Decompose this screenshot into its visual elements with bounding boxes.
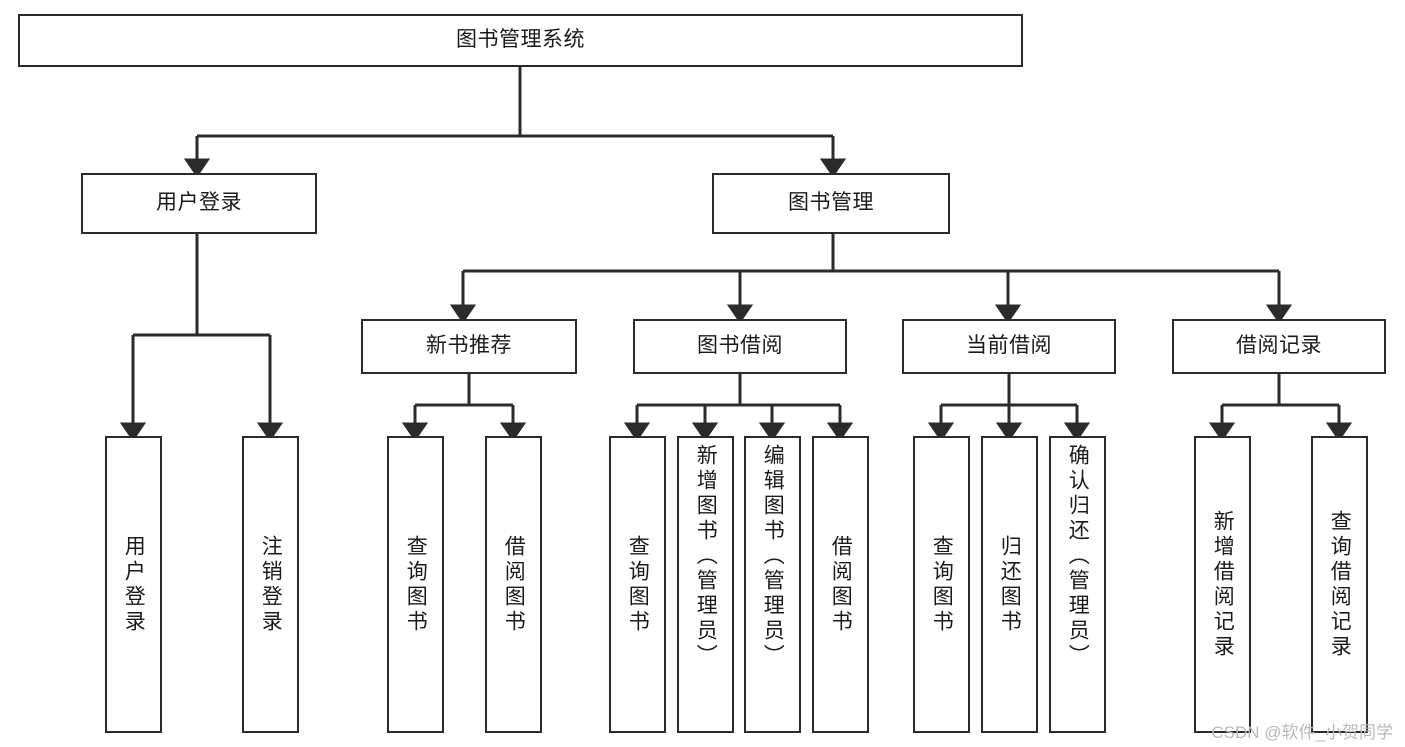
leaf-edit-book-label: 编辑图书（管理员）	[761, 444, 785, 669]
leaf-query-book-3[interactable]: 查询图书	[913, 436, 970, 733]
node-book-borrow[interactable]: 图书借阅	[633, 319, 847, 374]
node-new-book-recommend-label: 新书推荐	[426, 334, 512, 358]
leaf-return-book[interactable]: 归还图书	[981, 436, 1038, 733]
leaf-add-record-label: 新增借阅记录	[1211, 509, 1235, 660]
leaf-query-book-2[interactable]: 查询图书	[609, 436, 666, 733]
leaf-add-record[interactable]: 新增借阅记录	[1194, 436, 1251, 733]
leaf-borrow-book-1-label: 借阅图书	[502, 534, 526, 635]
node-current-borrow-label: 当前借阅	[966, 334, 1052, 358]
leaf-borrow-book-2-label: 借阅图书	[829, 534, 853, 635]
node-root-label: 图书管理系统	[456, 28, 585, 52]
node-root[interactable]: 图书管理系统	[18, 14, 1023, 67]
leaf-borrow-book-2[interactable]: 借阅图书	[812, 436, 869, 733]
node-borrow-record-label: 借阅记录	[1236, 334, 1322, 358]
leaf-edit-book[interactable]: 编辑图书（管理员）	[744, 436, 801, 733]
leaf-query-book-1[interactable]: 查询图书	[387, 436, 444, 733]
node-user-login[interactable]: 用户登录	[81, 173, 317, 234]
node-user-login-label: 用户登录	[156, 191, 242, 215]
watermark-label: CSDN @软件_小贺同学	[1211, 723, 1393, 742]
leaf-query-book-1-label: 查询图书	[404, 534, 428, 635]
leaf-return-book-label: 归还图书	[998, 534, 1022, 635]
node-new-book-recommend[interactable]: 新书推荐	[361, 319, 577, 374]
leaf-add-book[interactable]: 新增图书（管理员）	[677, 436, 734, 733]
leaf-confirm-return[interactable]: 确认归还（管理员）	[1049, 436, 1106, 733]
node-book-borrow-label: 图书借阅	[697, 334, 783, 358]
leaf-user-login[interactable]: 用户登录	[105, 436, 162, 733]
node-book-management-label: 图书管理	[788, 191, 874, 215]
node-current-borrow[interactable]: 当前借阅	[902, 319, 1116, 374]
leaf-user-login-label: 用户登录	[122, 534, 146, 635]
leaf-logout-label: 注销登录	[259, 534, 283, 635]
leaf-logout[interactable]: 注销登录	[242, 436, 299, 733]
node-borrow-record[interactable]: 借阅记录	[1172, 319, 1386, 374]
leaf-add-book-label: 新增图书（管理员）	[694, 444, 718, 669]
leaf-query-record[interactable]: 查询借阅记录	[1311, 436, 1368, 733]
node-book-management[interactable]: 图书管理	[712, 173, 950, 234]
leaf-confirm-return-label: 确认归还（管理员）	[1066, 444, 1090, 669]
leaf-borrow-book-1[interactable]: 借阅图书	[485, 436, 542, 733]
leaf-query-book-2-label: 查询图书	[626, 534, 650, 635]
leaf-query-record-label: 查询借阅记录	[1328, 509, 1352, 660]
leaf-query-book-3-label: 查询图书	[930, 534, 954, 635]
